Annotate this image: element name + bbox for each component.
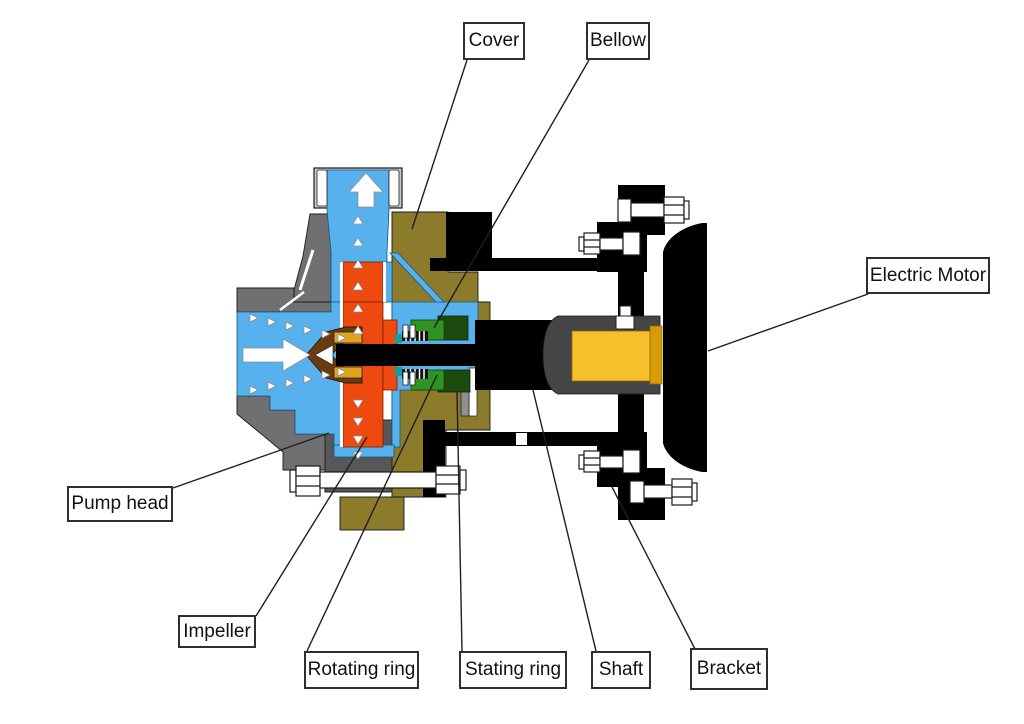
- inlet-flow-triangles-lower: [249, 367, 347, 395]
- casing-slash-mark-2: [279, 291, 305, 311]
- label-shaft: Shaft: [591, 651, 651, 689]
- outlet-flow-arrow: [348, 172, 384, 208]
- leader-rotating-ring: [306, 374, 438, 652]
- bolt-bottom-1: [578, 449, 641, 474]
- leader-electric-motor: [707, 293, 869, 352]
- label-cover: Cover: [463, 22, 525, 60]
- bolts: [289, 196, 698, 506]
- impeller-upper-shroud: [342, 261, 384, 303]
- shaft-thin: [336, 344, 480, 366]
- bracket-bottom-bar: [443, 432, 618, 446]
- label-bracket: Bracket: [690, 648, 768, 690]
- leader-shaft: [532, 389, 597, 652]
- inlet-flow-triangles-upper: [249, 313, 347, 343]
- leader-bellow: [433, 59, 590, 329]
- seal-pins: [402, 324, 416, 386]
- bolt-top-1: [617, 196, 690, 224]
- flow-arrows: [242, 172, 384, 460]
- label-impeller: Impeller: [178, 615, 256, 648]
- leader-impeller: [255, 436, 368, 617]
- casing-slash-mark: [298, 249, 315, 291]
- leakoff-passage: [389, 252, 445, 303]
- mechanical-seal: [395, 315, 471, 393]
- motor-rotor-edge: [649, 325, 663, 385]
- upward-flow-triangles: [352, 215, 364, 335]
- impeller-hub-upper: [382, 319, 398, 346]
- leader-cover: [411, 59, 468, 230]
- label-bellow: Bellow: [586, 22, 650, 60]
- shaft-tip-wedge: [314, 344, 334, 366]
- clamp-lower: [333, 366, 363, 379]
- leader-stating-ring: [456, 390, 463, 652]
- leader-lines: [172, 59, 869, 652]
- electric-motor-body: [663, 223, 707, 472]
- bolt-pump-flange: [289, 465, 467, 497]
- teal-seat-lower: [395, 367, 402, 376]
- bolt-top-2: [578, 231, 641, 256]
- motor-rotor: [571, 330, 653, 382]
- bracket-top-bar: [430, 258, 618, 271]
- label-electric-motor: Electric Motor: [866, 257, 990, 294]
- sleeve-bolt: [615, 305, 635, 330]
- inlet-flow-arrow: [242, 338, 311, 372]
- leader-bracket: [611, 486, 696, 650]
- bracket-bar-notch: [516, 433, 527, 445]
- clamp-upper: [333, 331, 363, 344]
- inlet-nozzle: [236, 301, 344, 456]
- label-pump-head: Pump head: [67, 486, 173, 522]
- leader-pump-head: [172, 432, 330, 489]
- bolt-bottom-2: [629, 478, 698, 506]
- downward-flow-triangles: [352, 399, 364, 460]
- label-rotating-ring: Rotating ring: [304, 651, 419, 689]
- teal-seat-upper: [395, 334, 402, 343]
- label-stating-ring: Stating ring: [459, 651, 567, 689]
- impeller-hub-lower: [382, 364, 398, 391]
- bracket-top-block: [446, 212, 492, 258]
